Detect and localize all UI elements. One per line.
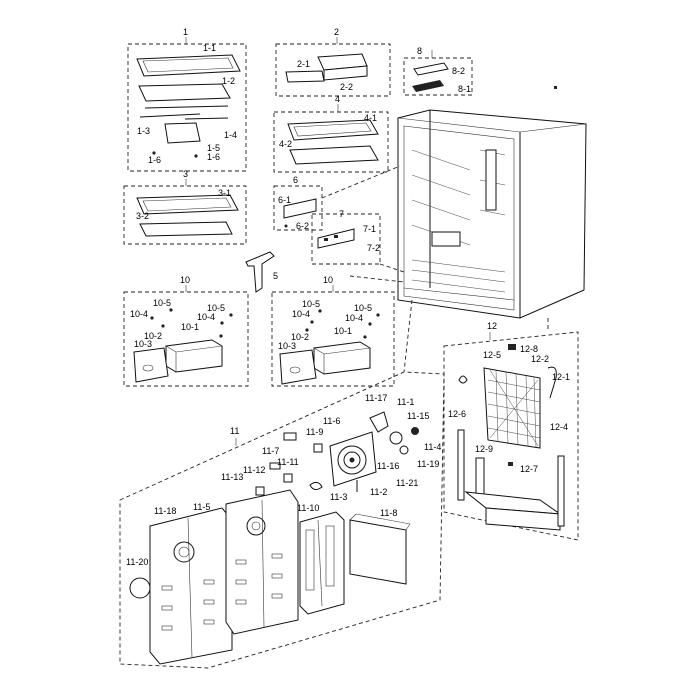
label-11-10: 11-10 [297, 503, 319, 513]
group-3-shelf: 3 3-1 3-2 [123, 169, 247, 245]
label-10-1-right: 10-1 [334, 326, 352, 336]
label-11-9: 11-9 [306, 427, 323, 437]
label-4-1: 4-1 [364, 113, 377, 123]
label-11: 11 [230, 426, 239, 436]
label-10-5-left-b: 10-5 [207, 303, 225, 313]
label-10-1-left: 10-1 [181, 322, 199, 332]
label-1-2: 1-2 [222, 76, 235, 86]
label-11-19: 11-19 [417, 459, 439, 469]
label-4: 4 [335, 94, 340, 104]
group-4-shelf: 4 4-1 4-2 [273, 94, 389, 173]
label-10-2-left: 10-2 [144, 331, 162, 341]
group-6-bracket: 6 6-1 6-2 [273, 175, 323, 231]
label-6: 6 [293, 175, 298, 185]
label-10-4-right-a: 10-4 [292, 309, 310, 319]
group-8-trim: 8 8-2 8-1 [403, 46, 473, 96]
group-11-duct-fan: 11 11-7 11-11 11-12 11-13 11-9 11-6 11-1… [119, 371, 445, 669]
label-12: 12 [487, 321, 497, 331]
label-4-2: 4-2 [279, 139, 292, 149]
label-11-4: 11-4 [424, 442, 441, 452]
label-8-1: 8-1 [458, 84, 471, 94]
label-8: 8 [417, 46, 422, 56]
label-11-8: 11-8 [380, 508, 397, 518]
label-1-3: 1-3 [137, 126, 150, 136]
label-12-4: 12-4 [550, 422, 568, 432]
part-5-hinge: 5 [245, 251, 278, 293]
label-11-16: 11-16 [377, 461, 399, 471]
label-5: 5 [273, 271, 278, 281]
label-10-5-left-a: 10-5 [153, 298, 171, 308]
label-12-9: 12-9 [475, 444, 493, 454]
refrigerator-cabinet [397, 109, 587, 319]
label-10-2-right: 10-2 [291, 332, 309, 342]
label-11-7: 11-7 [262, 446, 279, 456]
group-1-shelf: 1 1-1 1-2 1-3 1-4 1-5 1-6 1-6 [127, 27, 247, 172]
label-10-3-right: 10-3 [278, 341, 296, 351]
group-10-left-bin: 10 10-5 10-5 10-4 10-4 10-2 10-1 10-3 [123, 275, 249, 387]
label-1-1: 1-1 [203, 43, 216, 53]
label-6-1: 6-1 [278, 195, 291, 205]
label-11-20: 11-20 [126, 557, 148, 567]
label-11-15: 11-15 [407, 411, 429, 421]
label-10-5-right-b: 10-5 [354, 303, 372, 313]
group-10-right-bin: 10 10-5 10-5 10-4 10-4 10-2 10-1 10-3 [271, 275, 395, 387]
label-1-5: 1-5 [207, 143, 220, 153]
label-2-2: 2-2 [340, 82, 353, 92]
label-10-4-left-b: 10-4 [197, 312, 215, 322]
label-7-2: 7-2 [367, 243, 380, 253]
group-7-module: 7 7-1 7-2 [311, 209, 381, 265]
group-2-drawer: 2 2-1 2-2 [275, 27, 391, 97]
label-12-7: 12-7 [520, 464, 538, 474]
label-3: 3 [183, 169, 188, 179]
label-2: 2 [334, 27, 339, 37]
label-6-2: 6-2 [296, 221, 309, 231]
label-10-5-right-a: 10-5 [302, 299, 320, 309]
label-11-2: 11-2 [370, 487, 387, 497]
label-11-6: 11-6 [323, 416, 340, 426]
label-2-1: 2-1 [297, 59, 310, 69]
label-11-21: 11-21 [396, 478, 418, 488]
label-7-1: 7-1 [363, 224, 376, 234]
label-12-5: 12-5 [483, 350, 501, 360]
label-1-6b: 1-6 [207, 152, 220, 162]
label-11-13: 11-13 [221, 472, 243, 482]
label-1-6a: 1-6 [148, 155, 161, 165]
label-3-2: 3-2 [136, 211, 149, 221]
label-3-1: 3-1 [218, 188, 231, 198]
label-10-4-right-b: 10-4 [345, 313, 363, 323]
label-11-18: 11-18 [154, 506, 176, 516]
label-11-11: 11-11 [277, 457, 299, 467]
label-11-5: 11-5 [193, 502, 210, 512]
label-10-left: 10 [180, 275, 190, 285]
group-12-evaporator: 12 12-8 12-5 12-2 12-1 12-4 12-6 12-9 [443, 321, 579, 541]
label-11-17: 11-17 [365, 393, 387, 403]
label-12-1: 12-1 [552, 372, 570, 382]
label-11-1: 11-1 [397, 397, 414, 407]
label-12-8: 12-8 [520, 344, 538, 354]
label-10-4-left-a: 10-4 [130, 309, 148, 319]
label-1: 1 [183, 27, 188, 37]
label-11-12: 11-12 [243, 465, 265, 475]
label-8-2: 8-2 [452, 66, 465, 76]
label-10-right: 10 [323, 275, 333, 285]
label-1-4: 1-4 [224, 130, 237, 140]
label-12-6: 12-6 [448, 409, 466, 419]
label-7: 7 [339, 209, 344, 219]
label-12-2: 12-2 [531, 354, 549, 364]
label-11-3: 11-3 [330, 492, 347, 502]
label-10-3-left: 10-3 [134, 339, 152, 349]
screw-marker [554, 86, 557, 89]
